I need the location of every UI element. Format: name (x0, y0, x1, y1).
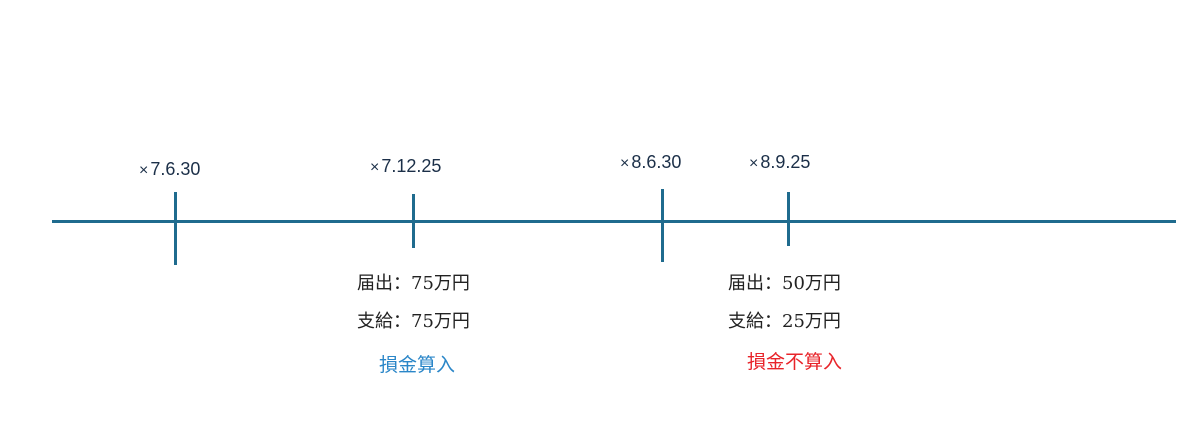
tick-7-6-30 (174, 192, 177, 265)
cross-marker-icon: × (370, 159, 380, 176)
cross-marker-icon: × (139, 162, 149, 179)
cross-marker-icon: × (620, 155, 630, 172)
tick-7-12-25 (412, 194, 415, 248)
timeline-axis (52, 220, 1176, 223)
date-label-7-12-25: ×7.12.25 (370, 156, 442, 176)
notified-amount-1: 届出：75万円 (357, 273, 470, 294)
paid-amount-1: 支給：75万円 (357, 311, 470, 332)
cross-marker-icon: × (749, 155, 759, 172)
notified-amount-2: 届出：50万円 (728, 273, 841, 294)
tick-8-6-30 (661, 189, 664, 262)
verdict-deductible: 損金算入 (379, 354, 456, 376)
date-label-8-6-30: ×8.6.30 (620, 152, 682, 172)
date-label-8-9-25: ×8.9.25 (749, 152, 811, 172)
tick-8-9-25 (787, 192, 790, 246)
date-label-7-6-30: ×7.6.30 (139, 159, 201, 179)
verdict-non-deductible: 損金不算入 (747, 351, 843, 373)
paid-amount-2: 支給：25万円 (728, 311, 841, 332)
